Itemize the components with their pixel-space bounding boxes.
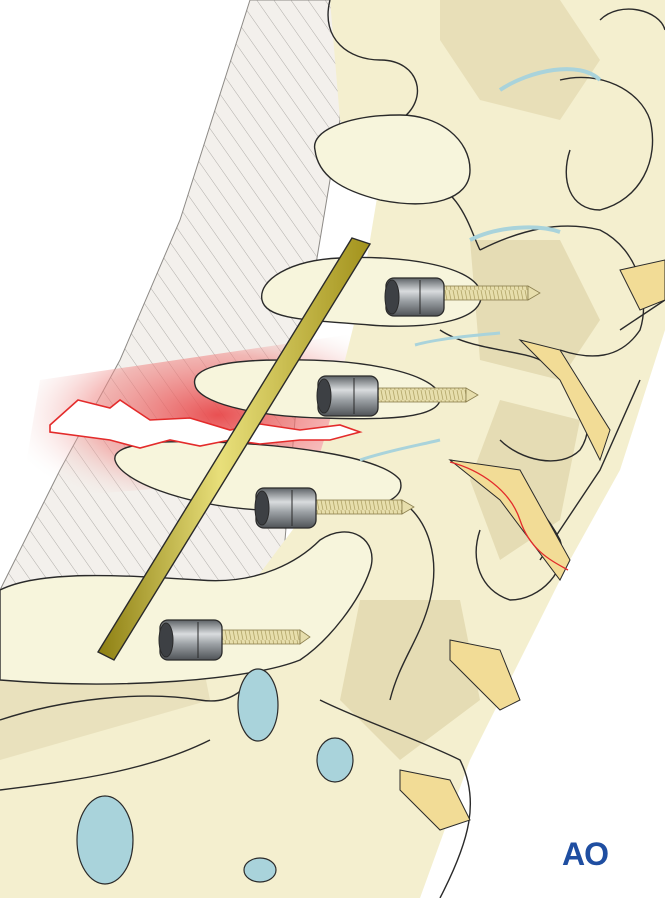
facet-cartilage: [76, 67, 602, 885]
intervertebral-discs: [399, 259, 665, 831]
lateral-mass-screw-2: [316, 375, 479, 417]
lateral-mass-screw-4: [158, 619, 311, 661]
lateral-mass-screw-1: [384, 277, 541, 317]
ligament-rupture: [49, 399, 363, 449]
fixation-rod: [97, 237, 372, 661]
ao-logo: AO: [562, 836, 609, 872]
fracture-line: [449, 461, 569, 571]
lateral-mass-screw-3: [254, 487, 415, 529]
